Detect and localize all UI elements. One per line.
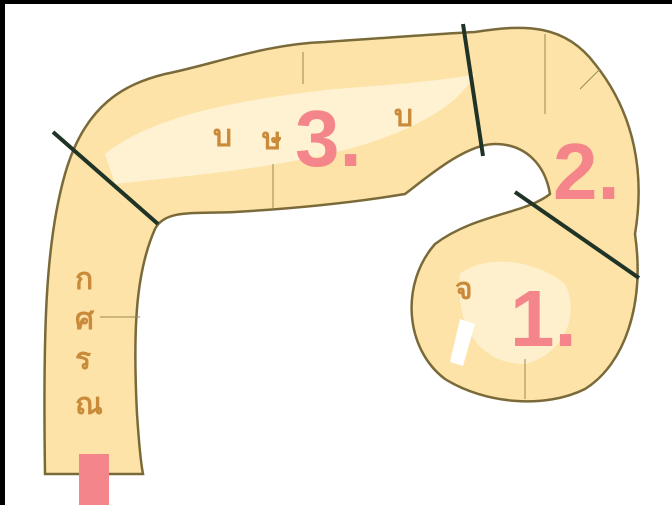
diagram-canvas: บ ษ บ จ ก ศ ร ณ 3. 2. 1.	[5, 4, 672, 505]
glyph-region3-c: บ	[394, 99, 413, 134]
region-label-3: 3.	[295, 94, 362, 183]
intestine-illustration: บ ษ บ จ ก ศ ร ณ 3. 2. 1.	[5, 4, 672, 505]
region-label-1: 1.	[510, 274, 577, 363]
region-label-2: 2.	[553, 127, 620, 216]
glyph-left-column-4: ณ	[75, 387, 103, 422]
glyph-region1: จ	[455, 272, 473, 307]
legend-marker-square	[79, 454, 109, 505]
glyph-left-column-2: ศ	[75, 302, 95, 337]
glyph-region3-b: ษ	[262, 122, 282, 157]
glyph-region3-a: บ	[213, 119, 232, 154]
glyph-left-column-1: ก	[75, 262, 93, 297]
glyph-left-column-3: ร	[75, 342, 91, 377]
